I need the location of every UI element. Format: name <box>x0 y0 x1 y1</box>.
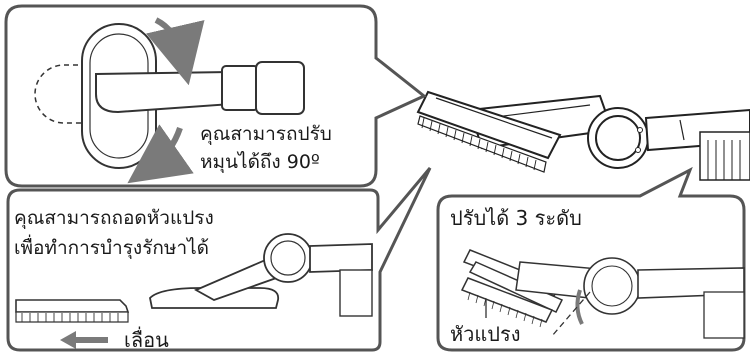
rotate-arrow-up <box>146 17 205 86</box>
main-bristles <box>421 117 537 171</box>
main-cleaner-illustration <box>416 90 750 181</box>
rotate-caption-line1: คุณสามารถปรับ <box>200 123 332 145</box>
maintenance-caption-line2: เพื่อทำการบำรุงรักษาได้ <box>14 237 210 259</box>
rotate-caption-line2: หมุนได้ถึง 90º <box>200 151 320 173</box>
maintenance-caption-line1: คุณสามารถถอดหัวแปรง <box>14 207 214 229</box>
callout-levels <box>436 166 746 352</box>
detached-brush <box>15 299 130 313</box>
callout-rotate <box>4 4 427 188</box>
tube-neck <box>95 70 234 114</box>
callout-maintenance <box>6 167 432 352</box>
levels-caption: ปรับได้ 3 ระดับ <box>450 206 582 230</box>
brush-position-3 <box>460 277 554 323</box>
rotate-arrow-down <box>127 124 194 184</box>
brush-label: หัวแปรง <box>450 322 521 346</box>
angle-arrow <box>575 289 584 325</box>
slide-label: เลื่อน <box>124 328 169 352</box>
